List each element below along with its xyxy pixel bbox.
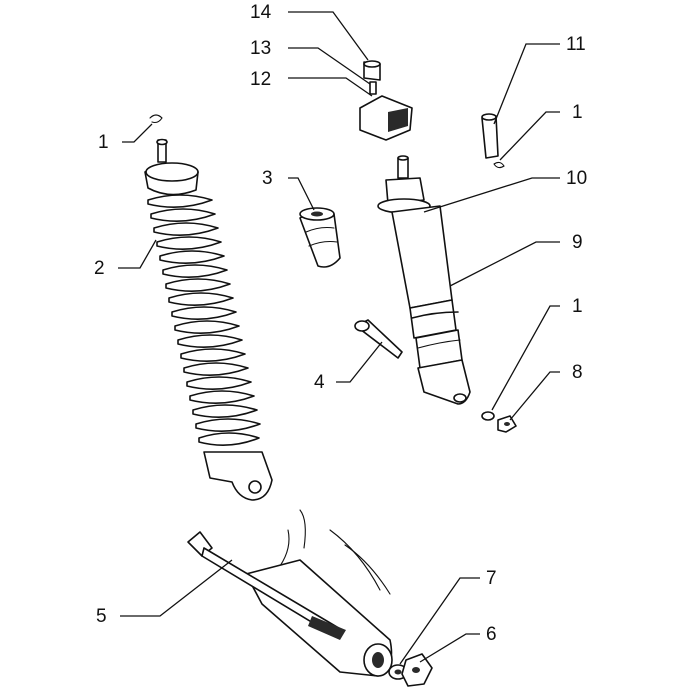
- small-bolt: [481, 113, 505, 169]
- callout-14: 14: [250, 2, 272, 23]
- callout-1-left: 1: [98, 132, 109, 153]
- callout-1-middle-right: 1: [572, 296, 583, 317]
- callout-1-upper-right: 1: [572, 102, 583, 123]
- callout-7: 7: [486, 568, 497, 589]
- callout-3: 3: [262, 168, 273, 189]
- callout-5: 5: [96, 606, 107, 627]
- hydraulic-damper: [377, 155, 471, 405]
- callout-8: 8: [572, 362, 583, 383]
- long-bolt: [354, 319, 403, 359]
- leader-lines: [118, 11, 560, 665]
- callout-10: 10: [566, 168, 587, 189]
- washer-and-nut-bottom: [388, 653, 433, 687]
- callout-4: 4: [314, 372, 325, 393]
- callout-13: 13: [250, 38, 271, 59]
- callout-2: 2: [94, 258, 105, 279]
- washer-and-nut: [481, 411, 517, 433]
- rubber-buffer: [299, 207, 341, 268]
- mounting-bracket-assembly: [359, 60, 413, 141]
- coil-spring-shock-absorber: [144, 114, 273, 501]
- spring-coils: [147, 194, 261, 446]
- callout-9: 9: [572, 232, 583, 253]
- callout-12: 12: [250, 69, 271, 90]
- swingarm-with-bolt: [187, 509, 393, 677]
- callout-6: 6: [486, 624, 497, 645]
- callout-labels: 14 13 12 11 1 1 10 3 9 2 1 8 4 5 7 6: [94, 2, 587, 645]
- callout-11: 11: [566, 34, 586, 55]
